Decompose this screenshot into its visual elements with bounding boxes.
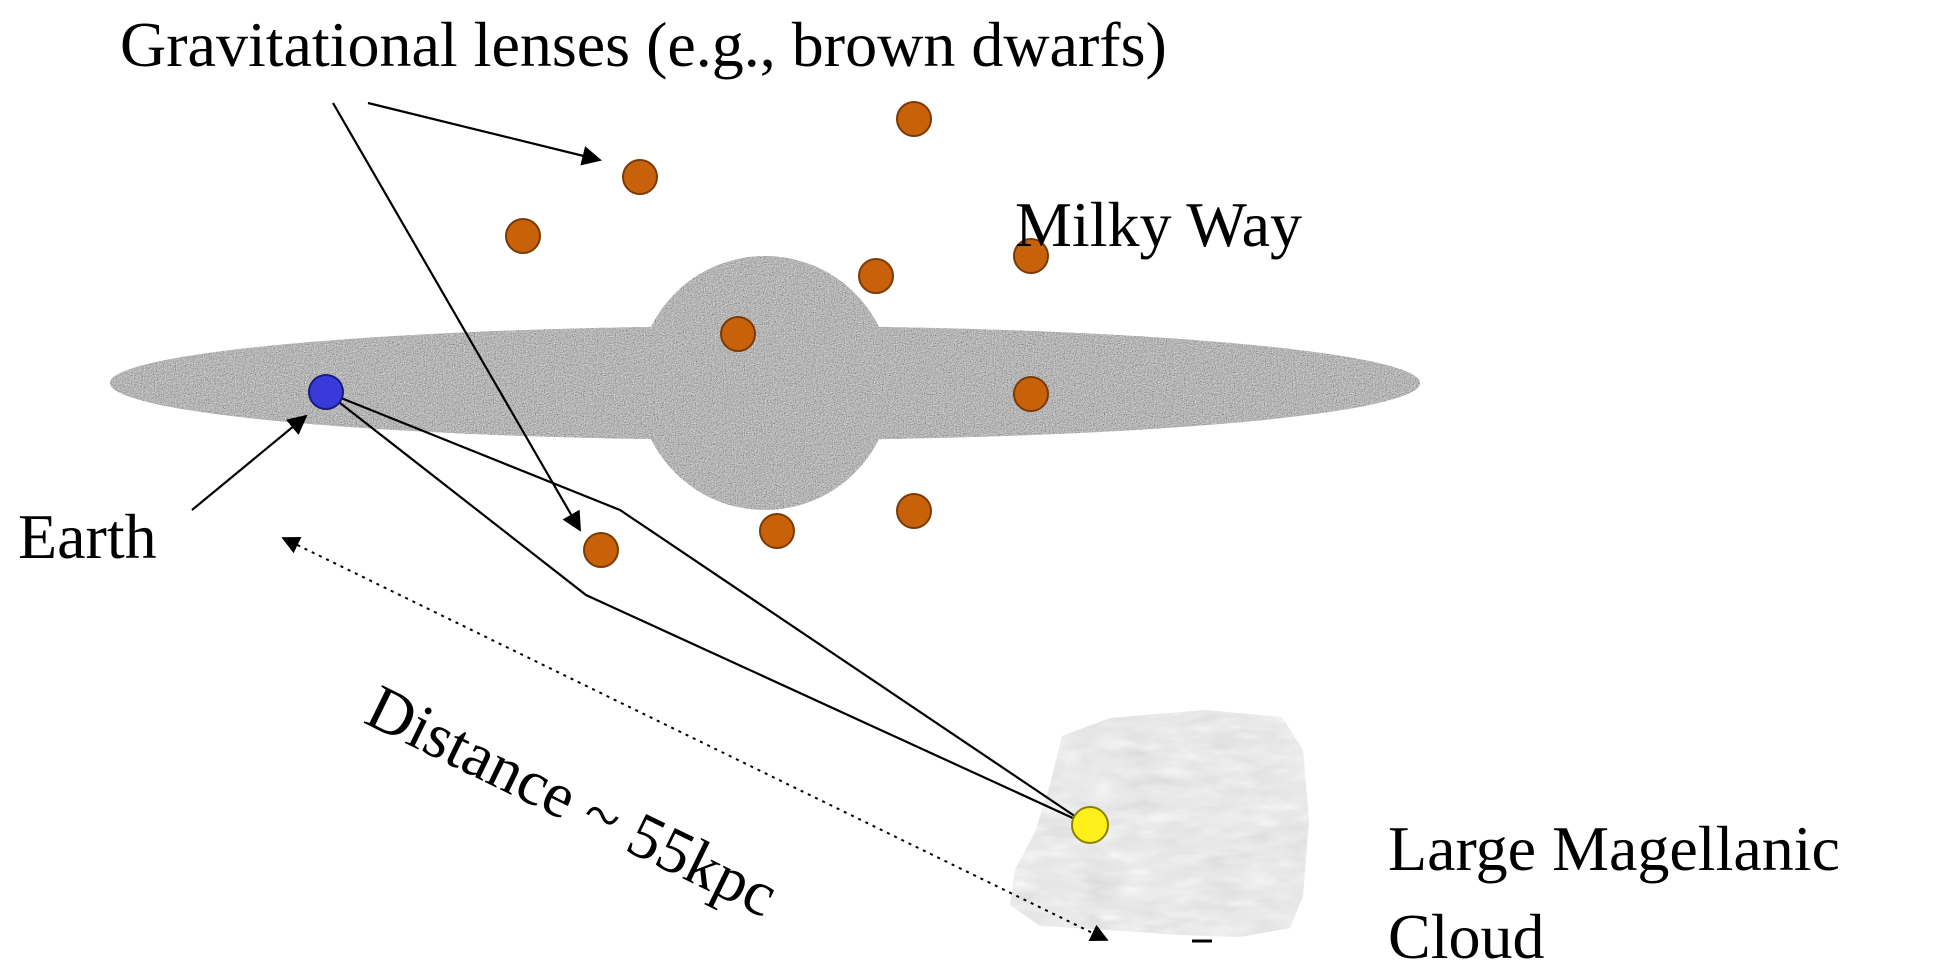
milky-way-galaxy — [110, 256, 1420, 510]
lmc-label-line2: Cloud — [1388, 901, 1544, 969]
lens-dot — [896, 101, 932, 137]
lens-dot — [505, 218, 541, 254]
lens-dot — [896, 493, 932, 529]
large-magellanic-cloud — [1010, 710, 1309, 937]
lenses-label: Gravitational lenses (e.g., brown dwarfs… — [120, 9, 1167, 80]
lens-dot — [720, 316, 756, 352]
lens-dot — [1013, 238, 1049, 274]
lens-pointer-arrow-2 — [332, 102, 581, 532]
lens-dot — [622, 159, 658, 195]
lens-dot — [1013, 376, 1049, 412]
lens-dot — [583, 532, 619, 568]
lens-dot — [759, 513, 795, 549]
earth-pointer-arrow — [191, 414, 308, 511]
distance-label: Distance ~ 55kpc — [356, 671, 789, 931]
source-star-dot — [1071, 806, 1109, 844]
distance-arrow — [281, 537, 1109, 941]
earth-dot — [308, 374, 344, 410]
lmc-label-line1: Large Magellanic — [1388, 813, 1840, 884]
milky-way-label: Milky Way — [1015, 189, 1302, 260]
lens-pointer-arrow-1 — [367, 101, 602, 166]
lens-dot — [858, 258, 894, 294]
lens-dots — [505, 101, 1049, 568]
earth-label: Earth — [18, 501, 157, 572]
